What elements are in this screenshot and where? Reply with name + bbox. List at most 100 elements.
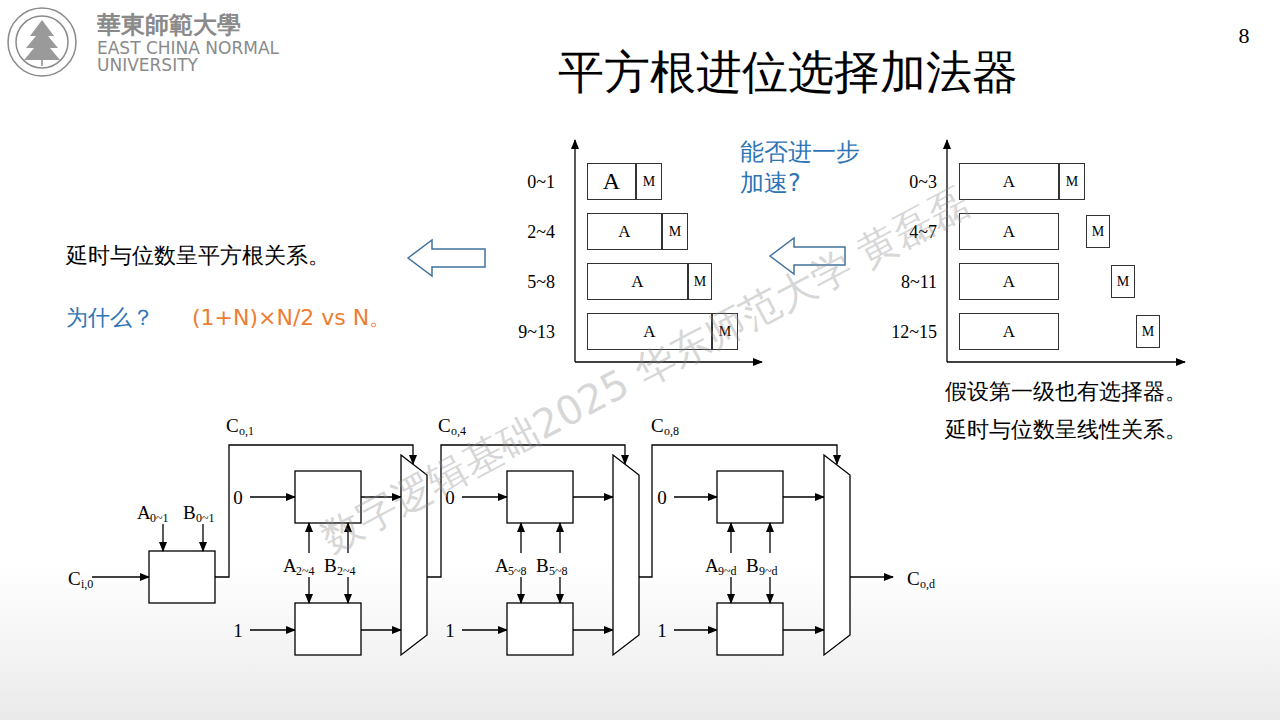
svg-rect <box>717 603 783 655</box>
svg-rect <box>295 603 361 655</box>
signal-subscript: 5~8 <box>508 565 527 577</box>
svg-line <box>946 140 947 362</box>
signal-subscript: 9~d <box>718 565 737 577</box>
svg-line <box>574 140 575 362</box>
mux-delay-box: M <box>636 163 662 200</box>
slide-title: 平方根进位选择加法器 <box>558 49 1018 95</box>
svg-line <box>308 523 309 553</box>
svg-line <box>202 524 203 551</box>
box-label: M <box>1066 174 1078 190</box>
signal-name: A <box>137 503 151 522</box>
mux-delay-box: M <box>1086 215 1110 248</box>
box-label: A <box>1003 322 1015 342</box>
signal-name: C <box>907 569 920 588</box>
svg-line <box>520 577 521 603</box>
signal-name: C <box>438 416 451 435</box>
signal-name: B <box>536 556 549 575</box>
signal-name: C <box>68 569 81 588</box>
svg-rect <box>507 471 573 523</box>
carry-select-circuit <box>92 445 893 655</box>
svg-circle <box>16 16 68 68</box>
signal-name: B <box>746 556 759 575</box>
svg-line <box>674 629 717 630</box>
svg-line <box>308 577 309 603</box>
bit-range: 0~1 <box>527 173 555 191</box>
signal-subscript: i,0 <box>81 578 93 590</box>
svg-polyline <box>639 445 837 577</box>
box-label: A <box>631 272 643 292</box>
svg-line <box>730 523 731 553</box>
box-label: A <box>618 222 630 242</box>
signal-subscript: 5~8 <box>549 565 568 577</box>
adder-delay-box: A <box>959 313 1059 350</box>
mux-delay-box: M <box>688 263 712 300</box>
svg-line <box>347 577 348 603</box>
box-label: A <box>603 168 620 195</box>
svg-rect <box>507 603 573 655</box>
svg-line <box>850 576 893 577</box>
carry-in-value: 0 <box>657 488 667 507</box>
svg-line <box>769 577 770 603</box>
bit-range: 2~4 <box>527 223 555 241</box>
adder-delay-box: A <box>587 263 688 300</box>
svg-path <box>24 20 60 60</box>
adder-delay-box: A <box>959 213 1059 250</box>
svg-line <box>520 523 521 553</box>
svg-line <box>559 577 560 603</box>
svg-line <box>250 629 295 630</box>
mux-delay-box: M <box>1111 265 1135 298</box>
svg-line <box>783 629 824 630</box>
box-label: A <box>1003 222 1015 242</box>
box-label: M <box>1117 274 1129 290</box>
carry-in-value: 1 <box>445 621 455 640</box>
question-text: 加速? <box>740 171 801 195</box>
box-label: A <box>1003 172 1015 192</box>
svg-line <box>674 496 717 497</box>
svg-rect <box>717 471 783 523</box>
signal-name: A <box>495 556 509 575</box>
box-label: A <box>1003 272 1015 292</box>
svg-line <box>162 524 163 551</box>
adder-delay-box: A <box>959 263 1059 300</box>
logo-english: UNIVERSITY <box>97 57 198 74</box>
note-text: 延时与位数呈平方根关系。 <box>66 245 330 267</box>
signal-subscript: 0~1 <box>150 512 169 524</box>
svg-line <box>462 629 507 630</box>
carry-in-value: 0 <box>233 488 243 507</box>
carry-in-value: 1 <box>233 621 243 640</box>
box-label: M <box>1092 224 1104 240</box>
signal-subscript: o,8 <box>664 425 679 437</box>
svg-line <box>947 361 1185 362</box>
bit-range: 12~15 <box>891 323 937 341</box>
logo-english: EAST CHINA NORMAL <box>97 40 279 57</box>
svg-line <box>730 577 731 603</box>
svg-circle <box>8 8 76 76</box>
svg-line <box>92 576 149 577</box>
note-text: 延时与位数呈线性关系。 <box>945 419 1187 441</box>
signal-subscript: o,d <box>920 578 935 590</box>
adder-delay-box: A <box>587 213 662 250</box>
svg-line <box>769 523 770 553</box>
box-label: M <box>694 274 706 290</box>
svg-polygon <box>408 240 485 276</box>
svg-line <box>559 523 560 553</box>
bit-range: 8~11 <box>901 273 937 291</box>
mux-delay-box: M <box>1136 315 1160 348</box>
box-label: M <box>643 174 655 190</box>
logo-name: 華東師範大學 <box>97 13 241 37</box>
signal-subscript: o,1 <box>239 425 254 437</box>
question-text: 为什么？ <box>66 307 154 329</box>
svg-line <box>41 60 43 66</box>
svg-polygon <box>824 455 850 655</box>
svg-polygon <box>613 455 639 655</box>
box-label: A <box>643 322 655 342</box>
signal-subscript: 9~d <box>759 565 778 577</box>
note-text: 假设第一级也有选择器。 <box>945 381 1187 403</box>
page-number: 8 <box>1239 25 1250 47</box>
box-label: M <box>1142 324 1154 340</box>
svg-rect <box>149 551 215 603</box>
signal-name: B <box>324 556 337 575</box>
signal-subscript: o,4 <box>451 425 466 437</box>
svg-line <box>573 496 613 497</box>
